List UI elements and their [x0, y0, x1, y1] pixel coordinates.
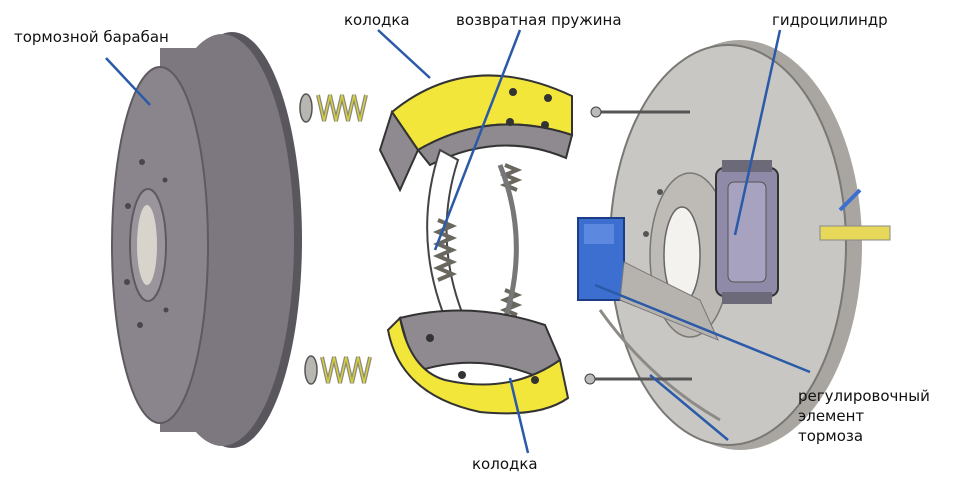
brake-hose: [819, 188, 891, 241]
label-wheel-cylinder: гидроцилиндр: [772, 11, 888, 29]
return-spring: [426, 148, 523, 332]
leader-shoe-top: [377, 29, 431, 79]
label-adjuster-line-1: регулировочный: [798, 387, 930, 405]
label-adjuster-line-2: элемент: [798, 407, 865, 425]
label-brake-shoe-top: колодка: [344, 11, 410, 29]
leader-adjuster: [594, 283, 811, 374]
leader-drum: [105, 57, 151, 106]
brake-drum: [111, 32, 302, 448]
hold-down-spring-bottom: [304, 355, 372, 385]
brake-shoe-bottom: [386, 309, 570, 415]
label-return-spring: возвратная пружина: [456, 11, 622, 29]
label-adjuster-line-3: тормоза: [798, 427, 864, 445]
hold-down-spring-top: [299, 93, 368, 123]
label-brake-shoe-bottom: колодка: [472, 455, 538, 473]
leader-wheel-cylinder: [733, 29, 782, 236]
leader-plate: [649, 374, 729, 441]
leader-shoe-bottom: [508, 377, 530, 454]
wheel-cylinder: [715, 160, 779, 304]
brake-shoe-top: [378, 74, 574, 193]
leader-lines: [105, 29, 811, 454]
leader-return-spring: [433, 29, 522, 251]
label-brake-drum: тормозной барабан: [14, 28, 169, 46]
mounting-bolts: [584, 106, 692, 385]
